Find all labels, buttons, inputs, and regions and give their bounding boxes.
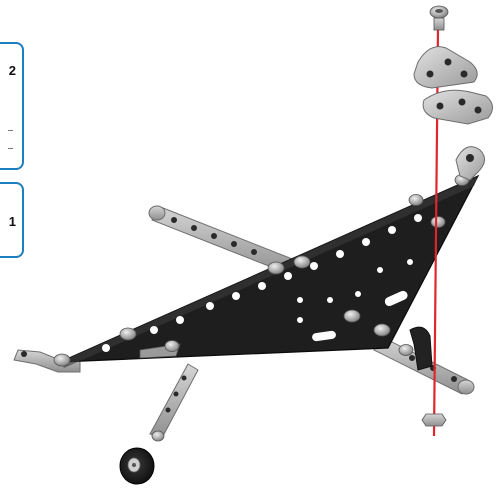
triangular-plate-icon (423, 90, 492, 124)
screw-icon (430, 6, 448, 30)
wheel-icon (120, 448, 154, 484)
triangular-plate-icon (414, 47, 477, 88)
nut-icon (422, 414, 446, 426)
landing-gear-strut (150, 364, 198, 441)
